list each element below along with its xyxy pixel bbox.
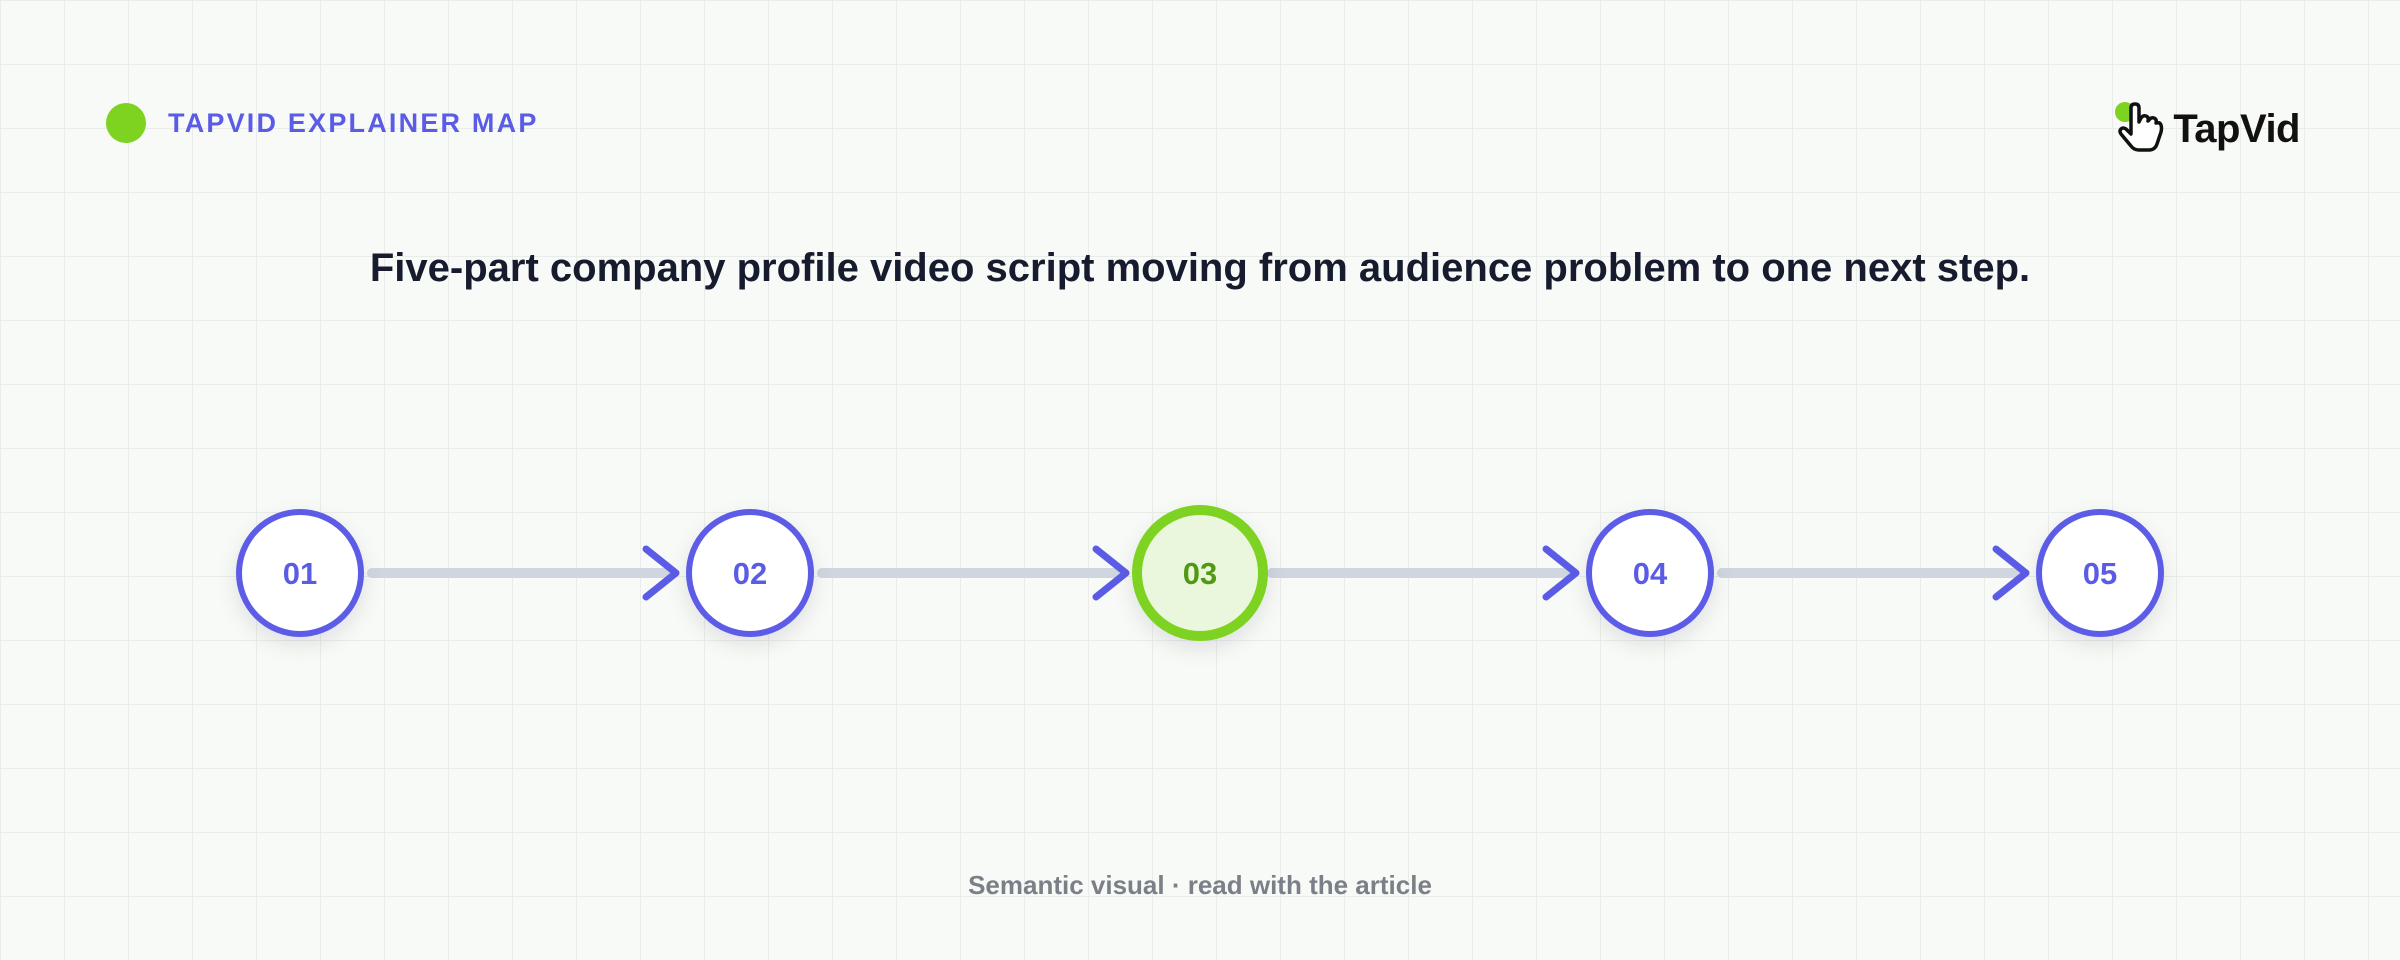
step-number: 01 bbox=[283, 556, 317, 591]
step-node-04: 04 bbox=[1586, 509, 1714, 637]
step-number: 03 bbox=[1183, 556, 1217, 591]
logo-wordmark: TapVid bbox=[2173, 106, 2300, 151]
step-node-03: 03 bbox=[1132, 505, 1268, 641]
connector-arrow bbox=[367, 545, 680, 601]
connector-layer bbox=[367, 545, 2030, 601]
step-circle bbox=[2036, 509, 2164, 637]
step-node-05: 05 bbox=[2036, 509, 2164, 637]
arrowhead-icon bbox=[642, 545, 680, 601]
header-eyebrow: TAPVID EXPLAINER MAP bbox=[106, 103, 539, 143]
arrowhead-icon bbox=[1542, 545, 1580, 601]
pointer-hand-icon bbox=[2115, 102, 2164, 152]
node-layer: 01 02 03 04 05 bbox=[236, 505, 2164, 641]
arrowhead-icon bbox=[1992, 545, 2030, 601]
eyebrow-label: TAPVID EXPLAINER MAP bbox=[168, 107, 539, 138]
footer-note: Semantic visual · read with the article bbox=[968, 870, 1432, 900]
connector-arrow bbox=[817, 545, 1130, 601]
step-circle bbox=[1132, 505, 1268, 641]
step-number: 05 bbox=[2083, 556, 2117, 591]
arrowhead-icon bbox=[1092, 545, 1130, 601]
step-number: 02 bbox=[733, 556, 767, 591]
step-number: 04 bbox=[1633, 556, 1668, 591]
step-node-01: 01 bbox=[236, 509, 364, 637]
connector-arrow bbox=[1717, 545, 2030, 601]
brand-logo: TapVid bbox=[2111, 100, 2300, 158]
eyebrow-dot-icon bbox=[106, 103, 146, 143]
step-circle bbox=[1586, 509, 1714, 637]
step-circle bbox=[686, 509, 814, 637]
step-circle bbox=[236, 509, 364, 637]
connector-arrow bbox=[1267, 545, 1580, 601]
page-title: Five-part company profile video script m… bbox=[369, 246, 2031, 290]
step-node-02: 02 bbox=[686, 509, 814, 637]
